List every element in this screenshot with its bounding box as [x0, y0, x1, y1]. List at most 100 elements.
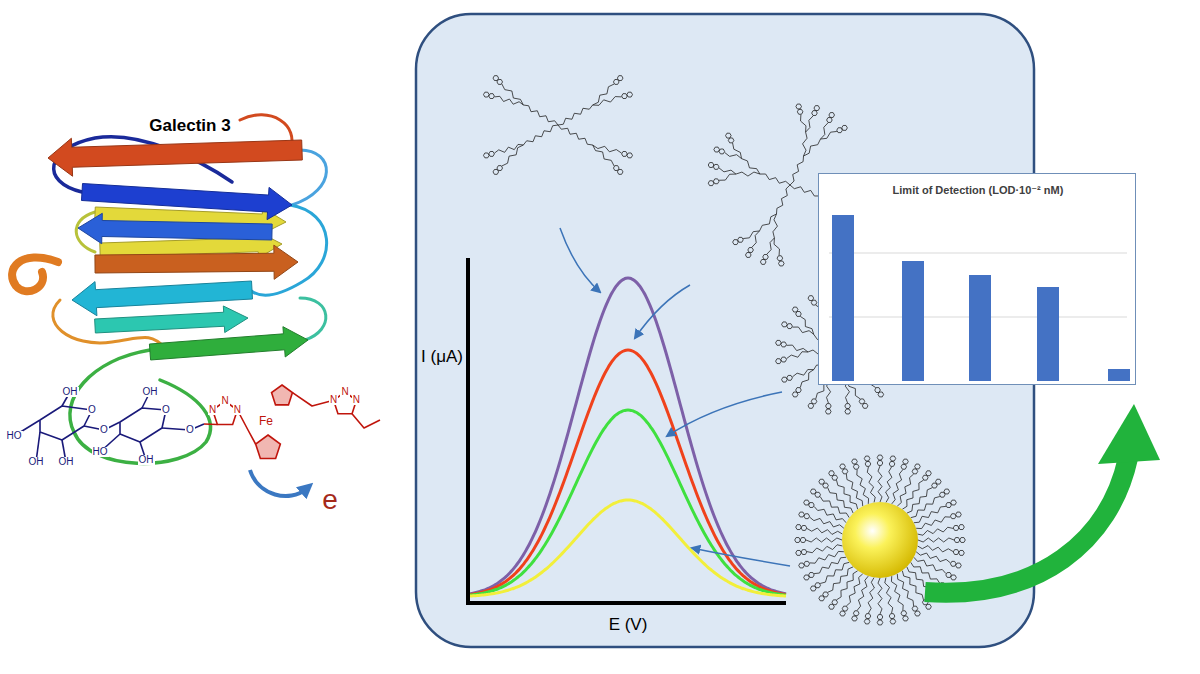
dendrimer-chain — [494, 96, 523, 105]
electron-label: e — [322, 486, 338, 514]
sugar-unit — [777, 256, 783, 261]
sugar-unit — [814, 106, 820, 111]
dendrimer-chain — [916, 552, 950, 563]
dendrimer-chain — [907, 488, 932, 513]
lod-bar — [1037, 287, 1059, 381]
sugar-unit — [804, 575, 810, 580]
lod-bar — [969, 275, 991, 381]
dendrimer-chain — [821, 131, 837, 139]
result-arrow — [925, 458, 1128, 593]
dendrimer-chain — [743, 231, 759, 239]
sugar-unit — [787, 375, 793, 380]
sugar-unit — [781, 342, 787, 347]
dendrimer-chain — [804, 139, 821, 156]
dendrimer-chain — [502, 145, 523, 166]
sugar-unit — [728, 138, 734, 143]
sugar-unit — [842, 606, 848, 611]
dendrimer-chain — [759, 214, 776, 231]
dendrimer-chain — [886, 467, 892, 503]
sugar-unit — [889, 614, 895, 619]
atom-label: N — [329, 395, 338, 405]
electron-transfer-arrow — [250, 470, 306, 496]
sugar-unit — [877, 461, 883, 466]
sugar-unit — [819, 479, 825, 484]
dendrimer-chain — [803, 132, 808, 156]
sugar-unit — [810, 586, 816, 591]
pointer-arrow — [692, 548, 790, 566]
dendrimer-chain — [787, 352, 808, 359]
sugar-unit — [944, 489, 950, 494]
dendrimer-chain — [502, 84, 523, 105]
galectin-ribbon — [12, 115, 327, 464]
sugar-bond — [40, 406, 92, 440]
sugar-unit — [890, 456, 896, 461]
sugar-unit — [926, 471, 932, 476]
sugar-unit — [800, 538, 806, 543]
sugar-unit — [489, 151, 495, 156]
sugar-unit — [812, 111, 818, 116]
sugar-unit — [787, 324, 793, 329]
sugar-unit — [733, 240, 739, 245]
atom-label: N — [208, 405, 217, 415]
sugar-unit — [776, 359, 782, 364]
sugar-unit — [797, 109, 803, 114]
dendrimer-chain — [800, 316, 813, 334]
dendrimer-chain — [725, 152, 742, 158]
dendrimer-chain — [857, 576, 868, 610]
atom-label: OH — [138, 455, 155, 465]
sugar-unit — [804, 561, 810, 566]
dendrimer-chain — [806, 538, 842, 542]
atom-label: OH — [142, 387, 159, 397]
dendrimer-chain — [916, 517, 950, 529]
sugar-unit — [960, 538, 966, 543]
sugar-unit — [622, 151, 628, 156]
sugar-unit — [865, 462, 871, 467]
sugar-unit — [810, 489, 816, 494]
sugar-unit — [953, 550, 959, 555]
dendrimer-chain — [828, 488, 853, 513]
sugar-unit — [956, 563, 962, 568]
sugar-unit — [845, 409, 851, 414]
dendrimer-chain — [885, 578, 893, 614]
dendrimer-chain — [593, 145, 622, 153]
dendrimer-chain — [719, 168, 736, 174]
sugar-unit — [809, 503, 815, 508]
dendrimer-chain — [897, 474, 913, 506]
sugar-unit — [936, 479, 942, 484]
sugar-unit — [627, 92, 633, 97]
dendrimer-chain — [736, 172, 760, 176]
dendrimer-chain — [810, 517, 844, 528]
sugar-unit — [890, 619, 896, 624]
dendrimer-chain — [918, 538, 954, 542]
beta-strand — [48, 138, 302, 176]
dpv-peak — [470, 350, 786, 594]
dendrimer-chain — [558, 105, 593, 125]
sugar-unit — [796, 104, 802, 109]
sugar-unit — [853, 611, 859, 616]
dendrimer-chain — [814, 557, 846, 573]
sugar-unit — [779, 261, 785, 266]
dendrimer-chain — [494, 144, 523, 153]
dendrimer-chain — [867, 467, 875, 503]
atom-label: O — [161, 405, 171, 415]
beta-strand — [95, 245, 298, 279]
sugar-unit — [912, 469, 918, 474]
sugar-unit — [782, 322, 788, 327]
dendrimer-chain — [558, 125, 593, 145]
sugar-unit — [951, 575, 957, 580]
sugar-unit — [864, 619, 870, 624]
sugar-unit — [954, 538, 960, 543]
atom-label: HO — [92, 447, 109, 457]
sugar-unit — [946, 503, 952, 508]
sugar-bond — [120, 408, 166, 442]
sugar-unit — [853, 464, 859, 469]
dendrimer-chain — [846, 574, 862, 606]
dendrimer-chain — [918, 546, 954, 552]
dpv-peak — [470, 500, 786, 596]
sugar-unit — [903, 616, 909, 621]
protein-loop — [70, 350, 211, 463]
sugar-unit — [837, 128, 843, 133]
sugar-unit — [829, 113, 835, 118]
sugar-unit — [796, 525, 802, 530]
sugar-unit — [748, 248, 754, 253]
